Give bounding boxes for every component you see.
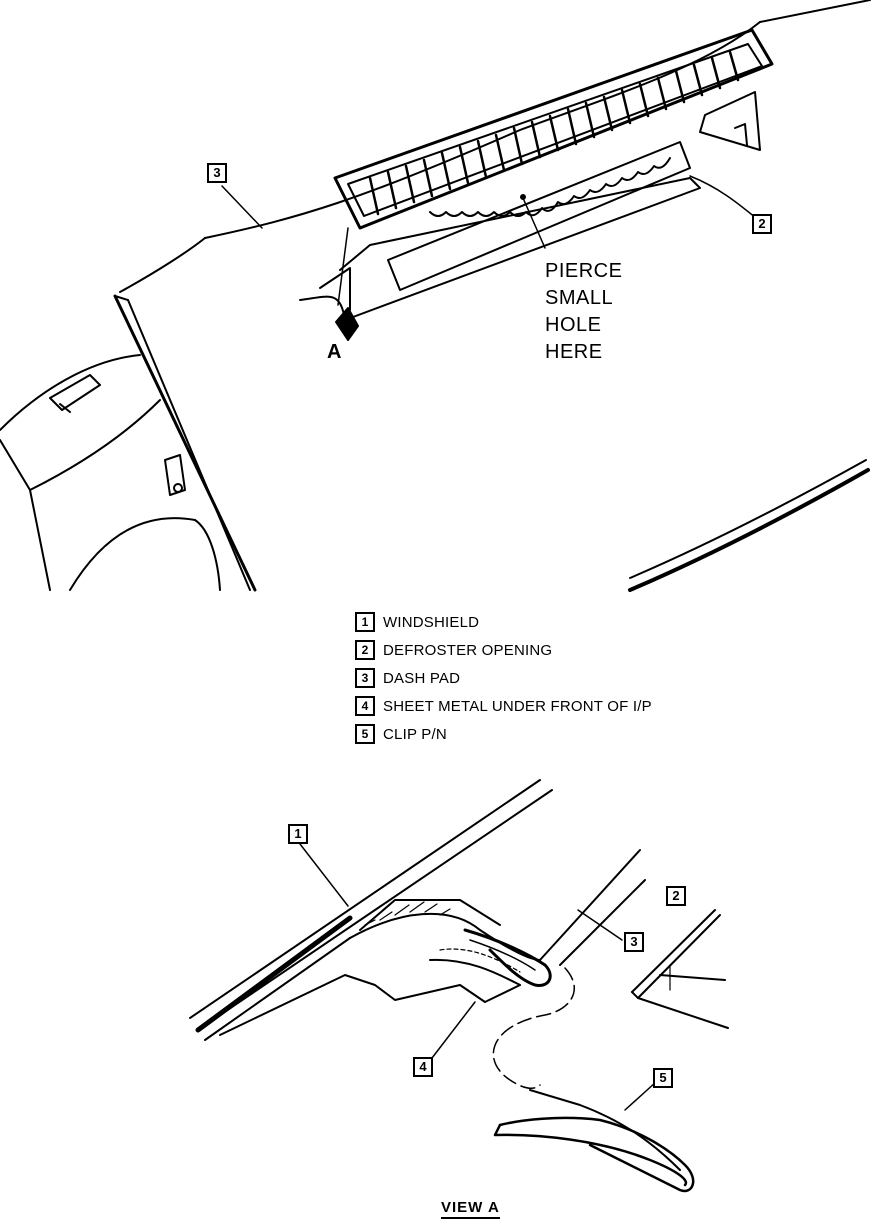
callout-3-dash-pad: 3 xyxy=(207,163,227,183)
callout-2-leader xyxy=(689,175,757,219)
callout-2-defroster-opening: 2 xyxy=(752,214,772,234)
a-pillar xyxy=(113,294,257,592)
detail-callout-4-sheet-metal: 4 xyxy=(413,1057,433,1077)
detail-callout-3-dash-pad: 3 xyxy=(624,932,644,952)
detail-view-a xyxy=(189,779,729,1193)
grille-slats xyxy=(368,50,740,216)
grille-underside xyxy=(429,157,671,217)
detail-callout-1-leader xyxy=(299,843,349,907)
legend-item-windshield: 1 WINDSHIELD xyxy=(355,608,652,636)
left-side-panel xyxy=(0,354,221,591)
legend-number: 3 xyxy=(355,668,375,688)
pierce-hole-note: PIERCE SMALL HOLE HERE xyxy=(545,258,622,366)
legend-item-dash-pad: 3 DASH PAD xyxy=(355,664,652,692)
legend: 1 WINDSHIELD 2 DEFROSTER OPENING 3 DASH … xyxy=(355,608,652,748)
dash-pad-detail xyxy=(204,849,646,1041)
legend-label: DASH PAD xyxy=(383,669,461,687)
hood-curve xyxy=(628,459,870,592)
pierce-note-line: HERE xyxy=(545,341,603,363)
windshield-glass xyxy=(189,779,553,1033)
clip-guide xyxy=(492,967,576,1090)
dash-pad-rear-edge xyxy=(119,237,206,293)
legend-label: WINDSHIELD xyxy=(383,613,480,631)
pierce-leader xyxy=(522,197,546,249)
defroster-detail xyxy=(631,909,729,1029)
legend-label: SHEET METAL UNDER FRONT OF I/P xyxy=(383,697,652,715)
legend-number: 1 xyxy=(355,612,375,632)
callout-3-leader xyxy=(221,185,263,229)
legend-item-sheet-metal: 4 SHEET METAL UNDER FRONT OF I/P xyxy=(355,692,652,720)
legend-item-clip: 5 CLIP P/N xyxy=(355,720,652,748)
detail-callout-5-clip: 5 xyxy=(653,1068,673,1088)
legend-number: 5 xyxy=(355,724,375,744)
pierce-note-line: PIERCE xyxy=(545,260,623,282)
detail-callout-5-leader xyxy=(624,1081,657,1111)
dash-pad-surface xyxy=(204,21,761,239)
sheet-metal-detail xyxy=(219,948,521,1036)
detail-callout-3-leader xyxy=(577,909,623,941)
legend-item-defroster-opening: 2 DEFROSTER OPENING xyxy=(355,636,652,664)
pierce-note-line: HOLE xyxy=(545,314,602,336)
view-a-arrow xyxy=(335,227,359,341)
view-a-title: VIEW A xyxy=(441,1200,500,1219)
legend-number: 4 xyxy=(355,696,375,716)
windshield-edge xyxy=(759,0,871,23)
view-a-marker: A xyxy=(327,341,342,363)
defroster-opening-frame xyxy=(299,141,701,321)
detail-callout-4-leader xyxy=(431,1001,476,1059)
pierce-note-line: SMALL xyxy=(545,287,614,309)
clip-installed xyxy=(463,928,552,987)
detail-callout-1-windshield: 1 xyxy=(288,824,308,844)
clip-loose xyxy=(493,1089,695,1193)
legend-label: DEFROSTER OPENING xyxy=(383,641,553,659)
detail-callout-2-defroster-opening: 2 xyxy=(666,886,686,906)
legend-label: CLIP P/N xyxy=(383,725,447,743)
legend-number: 2 xyxy=(355,640,375,660)
defroster-grille xyxy=(333,28,774,230)
dash-upper-view xyxy=(0,0,871,592)
